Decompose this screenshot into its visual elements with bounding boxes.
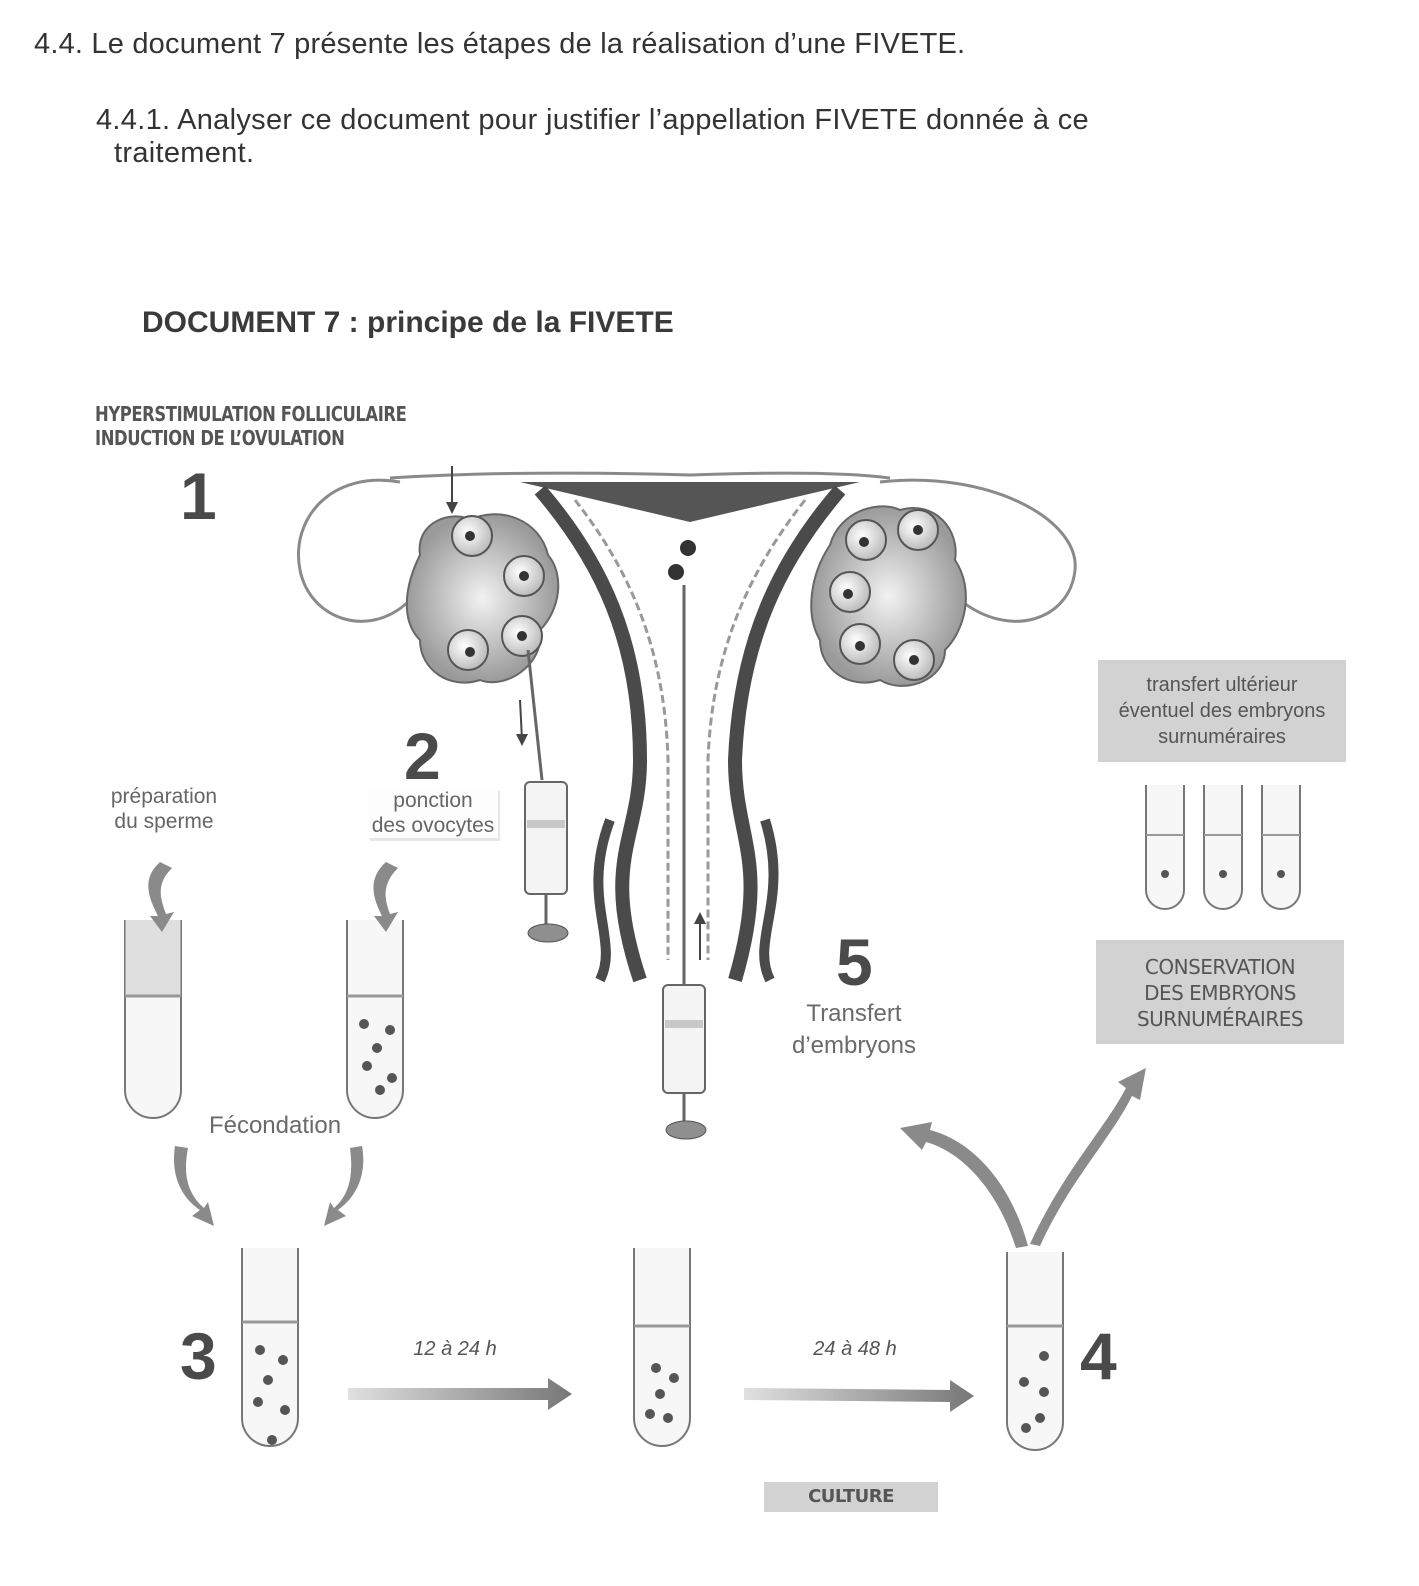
puncture-syringe xyxy=(516,649,569,943)
step4-number: 4 xyxy=(1080,1319,1117,1393)
question-title: 4.4. Le document 7 présente les étapes d… xyxy=(34,28,966,60)
flow-arrows xyxy=(148,862,1146,1248)
conservation-line3: SURNUMÉRAIRES xyxy=(1136,1007,1304,1031)
step5-label: Transfert d’embryons xyxy=(770,998,938,1062)
sperm-prep-line1: préparation xyxy=(110,785,218,808)
tube-oocytes xyxy=(346,920,404,1119)
step1-label-line2: INDUCTION DE L’OVULATION xyxy=(95,426,345,450)
step1-number: 1 xyxy=(180,459,217,533)
step5-label-line2: d’embryons xyxy=(791,1032,917,1059)
left-ovary xyxy=(405,513,560,684)
step1-label-line1: HYPERSTIMULATION FOLLICULAIRE xyxy=(95,402,407,426)
step5-number: 5 xyxy=(836,925,873,999)
conservation-line2: DES EMBRYONS xyxy=(1144,981,1296,1005)
step2-label-line2: des ovocytes xyxy=(371,814,495,837)
time-label-2: 24 à 48 h xyxy=(813,1338,897,1360)
tube-sperm xyxy=(124,920,182,1119)
tube-step4 xyxy=(1006,1252,1064,1451)
step2-number: 2 xyxy=(404,719,441,793)
question-subitem: 4.4.1. Analyser ce document pour justifi… xyxy=(96,104,1286,170)
right-ovary xyxy=(810,505,967,687)
time-label-1: 12 à 24 h xyxy=(413,1338,497,1360)
tubes-frozen xyxy=(1145,785,1301,910)
later-transfer-box: transfert ultérieur éventuel des embryon… xyxy=(1098,660,1346,762)
transfer-syringe xyxy=(662,585,707,1140)
sperm-prep-line2: du sperme xyxy=(114,810,214,833)
question-sub-line2: traitement. xyxy=(114,137,255,169)
step1-label: HYPERSTIMULATION FOLLICULAIRE INDUCTION … xyxy=(95,402,407,450)
fecondation-label: Fécondation xyxy=(208,1112,342,1139)
later-transfer-line2: éventuel des embryons xyxy=(1118,700,1326,722)
step2-label: ponction des ovocytes xyxy=(368,788,498,838)
question-sub-line1: 4.4.1. Analyser ce document pour justifi… xyxy=(96,104,1089,136)
tube-step3 xyxy=(241,1248,299,1447)
later-transfer-line1: transfert ultérieur xyxy=(1146,674,1298,696)
culture-label: CULTURE xyxy=(764,1482,938,1512)
sperm-prep-label: préparation du sperme xyxy=(96,784,232,834)
document-title: DOCUMENT 7 : principe de la FIVETE xyxy=(142,306,674,339)
conservation-line1: CONSERVATION xyxy=(1144,955,1296,979)
conservation-box: CONSERVATION DES EMBRYONS SURNUMÉRAIRES xyxy=(1096,940,1344,1044)
step3-number: 3 xyxy=(180,1319,217,1393)
step2-label-line1: ponction xyxy=(393,789,473,812)
later-transfer-line3: surnuméraires xyxy=(1158,726,1286,748)
uterus xyxy=(297,471,1077,983)
step5-label-line1: Transfert xyxy=(806,1000,902,1027)
horizontal-arrows xyxy=(348,1378,974,1412)
tube-culture xyxy=(633,1248,691,1447)
